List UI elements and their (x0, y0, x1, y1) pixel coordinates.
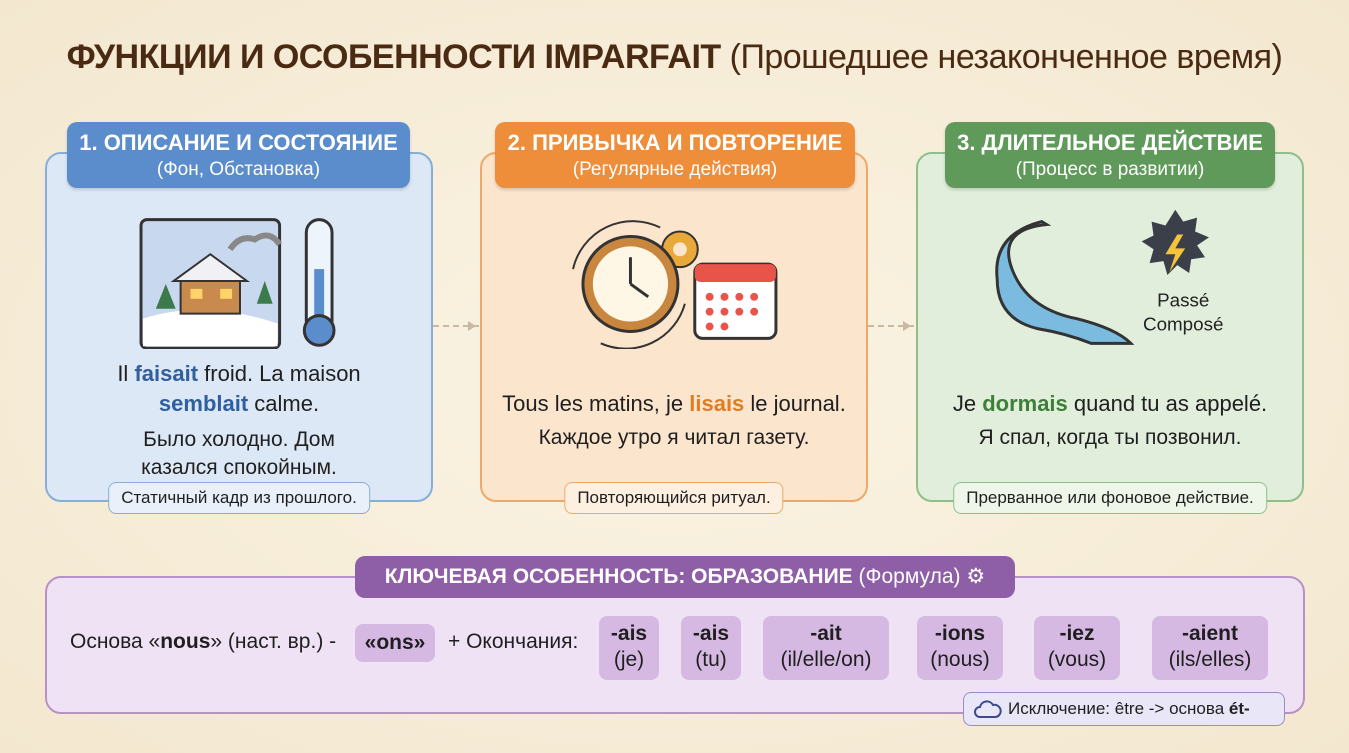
page-title: ФУНКЦИИ И ОСОБЕННОСТИ IMPARFAIT (Прошедш… (0, 38, 1349, 77)
card-footer: Прерванное или фоновое действие. (953, 482, 1267, 514)
ending-nous: -ions(nous) (917, 616, 1003, 680)
gear-icon: ⚙ (966, 565, 986, 588)
ending-tu: -ais(tu) (681, 616, 741, 680)
card-description: Il faisait froid. La maison semblait cal… (45, 152, 433, 514)
russian-translation: Я спал, когда ты позвонил. (978, 426, 1242, 449)
card-header-duration: 3. ДЛИТЕЛЬНОЕ ДЕЙСТВИЕ(Процесс в развити… (945, 122, 1275, 188)
stem-text: Основа «nous» (наст. вр.) - (70, 630, 337, 653)
card-footer: Статичный кадр из прошлого. (108, 482, 370, 514)
russian-translation: Каждое утро я читал газету. (538, 426, 810, 449)
french-example: Il faisait froid. La maison semblait cal… (117, 361, 361, 416)
title-subtitle: (Прошедшее незаконченное время) (729, 38, 1283, 76)
card-habit: Tous les matins, je lisais le journal. К… (480, 152, 868, 514)
clock-calendar-icon (572, 220, 778, 349)
title-bold: ФУНКЦИИ И ОСОБЕННОСТИ IMPARFAIT (66, 38, 722, 76)
endings-label: + Окончания: (448, 630, 579, 653)
winter-house-thermometer-icon (139, 218, 336, 349)
french-example: Je dormais quand tu as appelé. (952, 391, 1268, 416)
ons-suffix: «ons» (355, 624, 435, 662)
card-duration: Passé Composé Je dormais quand tu as app… (916, 152, 1304, 514)
ending-je: -ais(je) (599, 616, 659, 680)
river-lightning-icon: Passé Composé (995, 209, 1223, 345)
passe-compose-label: Passé (1157, 290, 1209, 311)
card-header-description: 1. ОПИСАНИЕ И СОСТОЯНИЕ(Фон, Обстановка) (67, 122, 410, 188)
ending-ils: -aient(ils/elles) (1152, 616, 1268, 680)
ending-vous: -iez(vous) (1034, 616, 1120, 680)
arrow-connector (868, 321, 914, 331)
formula-header: КЛЮЧЕВАЯ ОСОБЕННОСТЬ: ОБРАЗОВАНИЕ (Форму… (355, 556, 1015, 598)
french-example: Tous les matins, je lisais le journal. (502, 391, 846, 416)
exception-note: Исключение: être -> основа ét- (963, 692, 1285, 726)
cloud-icon (974, 700, 1002, 718)
card-footer: Повторяющийся ритуал. (564, 482, 784, 514)
arrow-connector (433, 321, 479, 331)
card-header-habit: 2. ПРИВЫЧКА И ПОВТОРЕНИЕ(Регулярные дейс… (495, 122, 855, 188)
russian-translation: Было холодно. Дом казался спокойным. (141, 428, 337, 479)
svg-text:Composé: Composé (1143, 313, 1223, 334)
ending-il: -ait(il/elle/on) (763, 616, 889, 680)
